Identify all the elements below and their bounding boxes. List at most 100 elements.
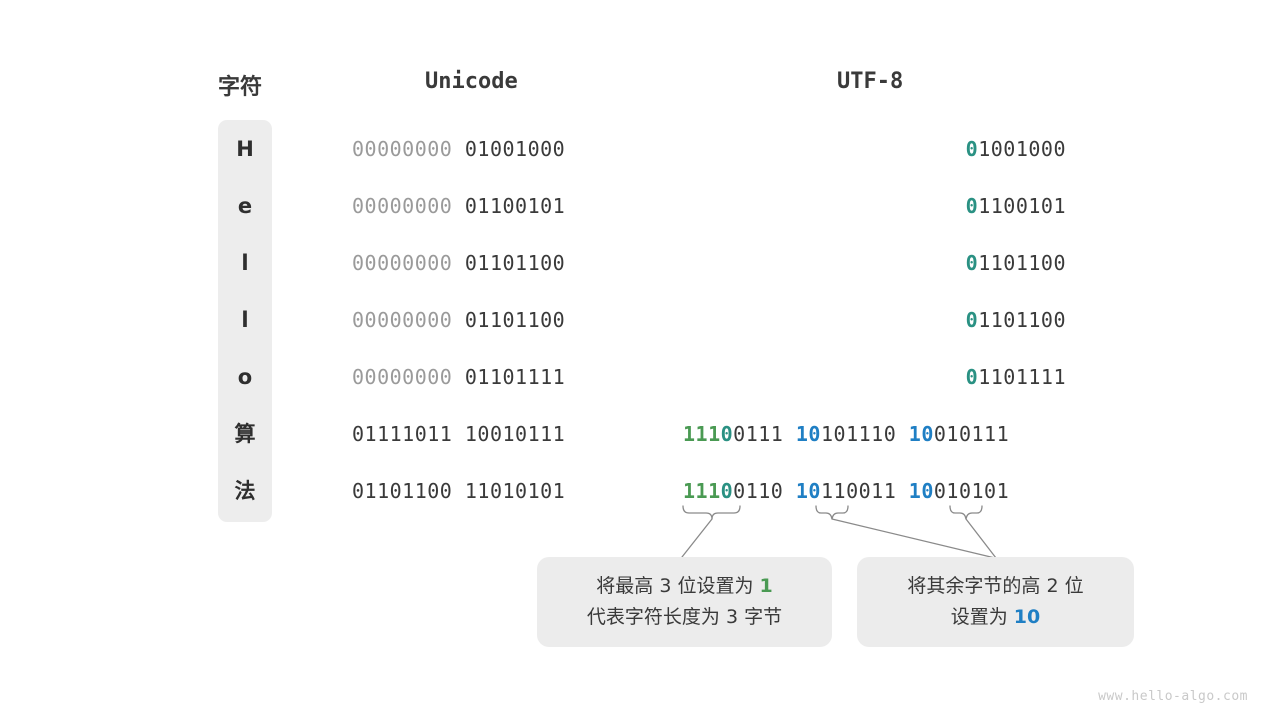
- callout-1-number: 3: [659, 574, 672, 597]
- callout-1-highlight: 1: [759, 574, 773, 597]
- unicode-cell: 00000000 01101100: [352, 235, 565, 292]
- utf8-payload-bits: 1101100: [978, 308, 1066, 332]
- utf8-prefix-marker: 0: [965, 308, 979, 332]
- unicode-low-byte: 10010111: [464, 422, 566, 446]
- unicode-high-byte: 00000000: [352, 194, 453, 218]
- utf8-marker-terminator: 0: [720, 422, 734, 446]
- utf8-cell: 01100101: [966, 178, 1066, 235]
- character-cell: l: [241, 308, 249, 332]
- unicode-high-byte: 00000000: [352, 365, 453, 389]
- callout-2-text-c: 设置为: [950, 606, 1014, 628]
- callout-1-text-b: 位设置为: [671, 574, 760, 597]
- unicode-low-byte: 01101100: [464, 251, 566, 275]
- byte-separator: [896, 479, 909, 503]
- utf8-marker-terminator: 0: [720, 479, 734, 503]
- callout-2-number: 2: [1046, 574, 1059, 597]
- utf8-cell: 01101111: [966, 349, 1066, 406]
- byte-separator: [783, 479, 796, 503]
- utf8-payload-bits: 010101: [933, 479, 1010, 503]
- unicode-cell: 00000000 01001000: [352, 121, 565, 178]
- unicode-high-byte: 00000000: [352, 308, 453, 332]
- utf8-payload-bits: 010111: [933, 422, 1010, 446]
- utf8-cell: 01101100: [966, 292, 1066, 349]
- callout-2-line-2: 设置为 10: [951, 602, 1041, 633]
- utf8-prefix-marker: 0: [965, 365, 979, 389]
- unicode-low-byte: 01101111: [464, 365, 566, 389]
- unicode-low-byte: 01100101: [464, 194, 566, 218]
- utf8-prefix-marker: 10: [908, 479, 934, 503]
- callout-2-text-b: 位: [1058, 574, 1084, 597]
- unicode-cell: 01111011 10010111: [352, 406, 565, 463]
- utf8-length-marker: 111: [683, 479, 721, 503]
- leader-line-2: [831, 518, 996, 559]
- byte-separator: [783, 422, 796, 446]
- character-cell: o: [237, 365, 253, 389]
- byte-separator: [452, 479, 465, 503]
- callout-continuation-bytes: 将其余字节的高 2 位 设置为 10: [857, 557, 1134, 647]
- character-cell: e: [237, 194, 253, 218]
- unicode-cell: 00000000 01101100: [352, 292, 565, 349]
- utf8-cell: 11100111 10101110 10010111: [683, 406, 1009, 463]
- utf8-payload-bits: 101110: [820, 422, 897, 446]
- utf8-length-marker: 111: [683, 422, 721, 446]
- callout-2-line-1: 将其余字节的高 2 位: [907, 571, 1083, 602]
- character-cell: 算: [234, 422, 256, 446]
- callout-1-line-2: 代表字符长度为 3 字节: [586, 606, 783, 628]
- utf8-payload-bits: 1101100: [978, 251, 1066, 275]
- character-cell: 法: [234, 479, 256, 503]
- column-header-unicode: Unicode: [425, 69, 518, 94]
- callout-2-text-a: 将其余字节的高: [907, 574, 1047, 597]
- callout-1-line-1: 将最高 3 位设置为 1: [596, 571, 772, 602]
- column-header-character: 字符: [218, 75, 263, 100]
- unicode-low-byte: 11010101: [464, 479, 566, 503]
- callout-2-highlight: 10: [1013, 606, 1041, 628]
- utf8-prefix-marker: 10: [908, 422, 934, 446]
- utf8-payload-bits: 0110: [733, 479, 784, 503]
- leader-line-3: [965, 518, 997, 559]
- byte-separator: [452, 308, 465, 332]
- byte-separator: [452, 251, 465, 275]
- unicode-low-byte: 01101100: [464, 308, 566, 332]
- character-column-panel: [218, 120, 272, 522]
- leader-line-1: [681, 518, 713, 558]
- unicode-cell: 01101100 11010101: [352, 463, 565, 520]
- utf8-prefix-marker: 0: [965, 194, 979, 218]
- unicode-cell: 00000000 01101111: [352, 349, 565, 406]
- byte-separator: [452, 137, 465, 161]
- unicode-high-byte: 01101100: [352, 479, 453, 503]
- watermark: www.hello-algo.com: [1098, 689, 1248, 704]
- utf8-prefix-marker: 10: [795, 479, 821, 503]
- unicode-high-byte: 00000000: [352, 251, 453, 275]
- utf8-prefix-marker: 0: [965, 137, 979, 161]
- callout-first-byte: 将最高 3 位设置为 1 代表字符长度为 3 字节: [537, 557, 832, 647]
- byte-separator: [452, 365, 465, 389]
- unicode-low-byte: 01001000: [464, 137, 566, 161]
- utf8-payload-bits: 1100101: [978, 194, 1066, 218]
- character-cell: H: [236, 137, 254, 161]
- unicode-cell: 00000000 01100101: [352, 178, 565, 235]
- byte-separator: [452, 194, 465, 218]
- byte-separator: [452, 422, 465, 446]
- character-cell: l: [241, 251, 249, 275]
- utf8-payload-bits: 0111: [733, 422, 784, 446]
- utf8-prefix-marker: 10: [795, 422, 821, 446]
- column-header-utf8: UTF-8: [837, 69, 904, 94]
- utf8-cell: 11100110 10110011 10010101: [683, 463, 1009, 520]
- utf8-prefix-marker: 0: [965, 251, 979, 275]
- utf8-payload-bits: 110011: [820, 479, 897, 503]
- utf8-cell: 01101100: [966, 235, 1066, 292]
- utf8-cell: 01001000: [966, 121, 1066, 178]
- callout-1-text-a: 将最高: [596, 574, 660, 597]
- unicode-high-byte: 00000000: [352, 137, 453, 161]
- byte-separator: [896, 422, 909, 446]
- unicode-high-byte: 01111011: [352, 422, 453, 446]
- utf8-payload-bits: 1001000: [978, 137, 1066, 161]
